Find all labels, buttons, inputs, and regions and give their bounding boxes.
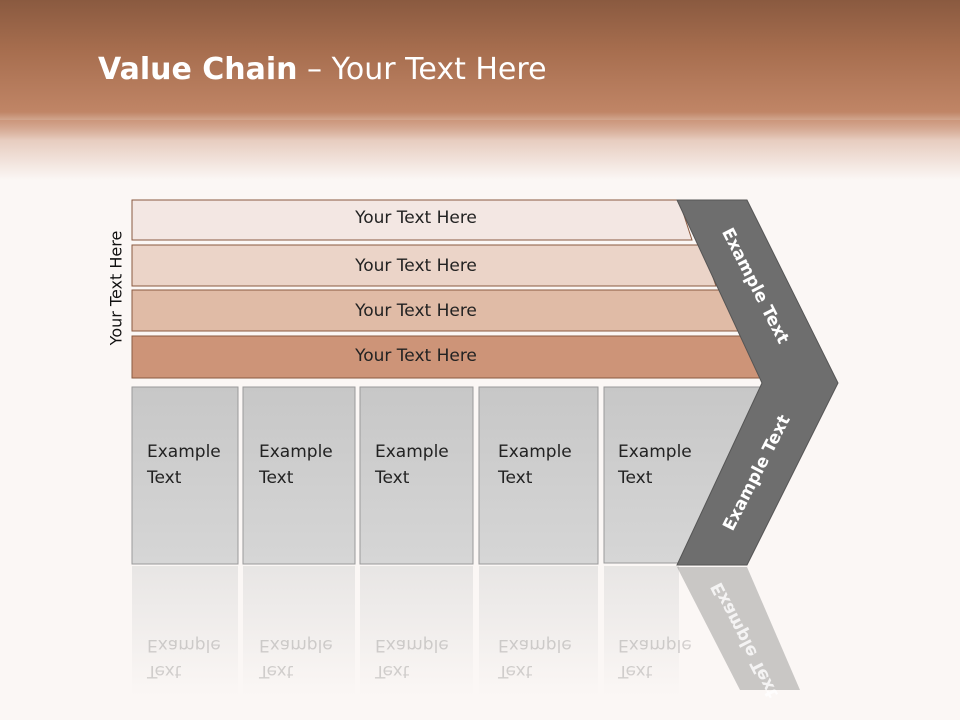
bar-2-label: Your Text Here bbox=[355, 256, 477, 276]
bar-2 bbox=[131, 244, 717, 287]
column-3 bbox=[359, 386, 474, 565]
column-5-reflection bbox=[604, 566, 679, 696]
title-band bbox=[0, 0, 960, 140]
slide-title: Value Chain – Your Text Here bbox=[98, 52, 547, 87]
column-1 bbox=[131, 386, 239, 565]
column-2 bbox=[242, 386, 356, 565]
bar-1-label: Your Text Here bbox=[355, 208, 477, 228]
chevron-arrow bbox=[676, 199, 839, 566]
column-1-reflection bbox=[132, 566, 238, 696]
chevron-reflection bbox=[677, 567, 800, 690]
column-4-reflection bbox=[479, 566, 598, 696]
column-3-reflection bbox=[360, 566, 473, 696]
column-2-reflection bbox=[243, 566, 355, 696]
bar-4-label: Your Text Here bbox=[355, 346, 477, 366]
bar-1 bbox=[131, 199, 693, 241]
column-4 bbox=[478, 386, 599, 565]
bar-3-label: Your Text Here bbox=[355, 301, 477, 321]
title-fade bbox=[0, 120, 960, 180]
